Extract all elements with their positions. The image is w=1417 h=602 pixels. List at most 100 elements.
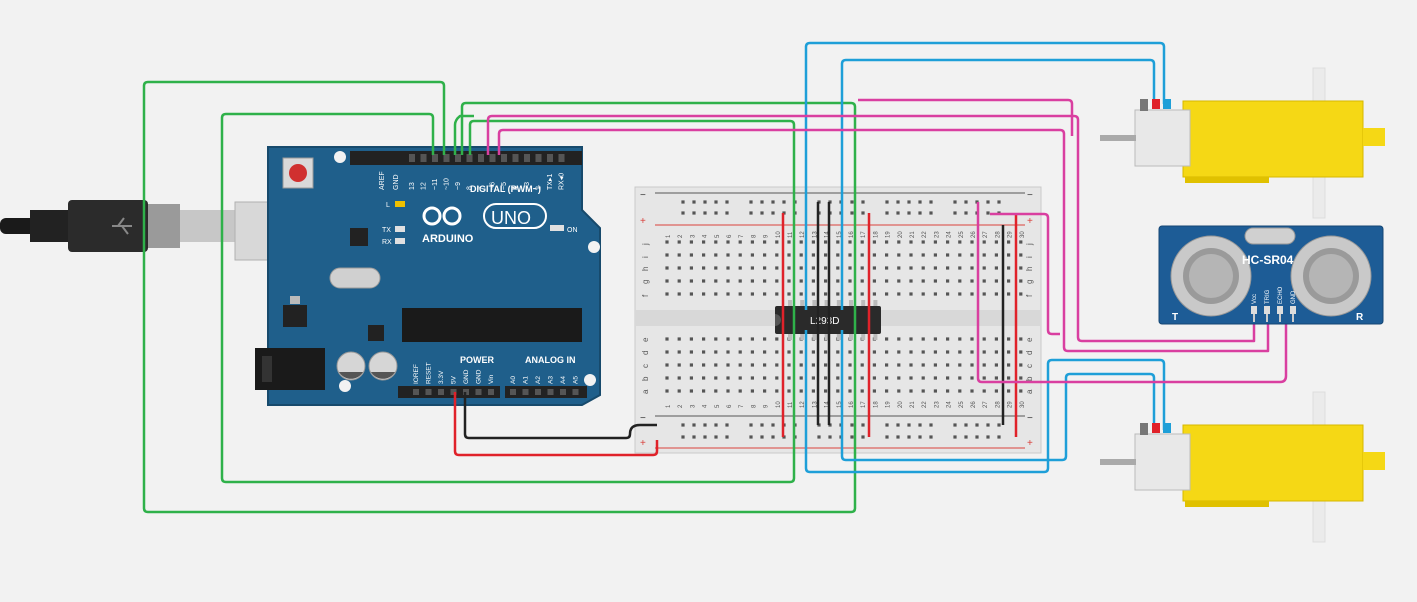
motor-bottom-terminal-blue[interactable] [1163, 423, 1171, 433]
bb-col-number: 23 [934, 401, 940, 408]
sensor-pin[interactable] [1251, 306, 1257, 314]
digital-pin-socket[interactable] [512, 154, 519, 162]
digital-pin-socket[interactable] [501, 154, 507, 162]
motor-top-terminal-red[interactable] [1152, 99, 1160, 109]
digital-pin-socket[interactable] [466, 154, 473, 162]
bb-col-number: 13 [812, 401, 818, 408]
power-pin-label: RESET [426, 362, 433, 384]
digital-pin-socket[interactable] [443, 154, 450, 162]
bb-col-number: 22 [922, 401, 928, 408]
digital-pin-socket[interactable] [489, 154, 496, 162]
chip-pin[interactable] [861, 334, 866, 340]
bb-col-number: 21 [910, 231, 916, 238]
bb-row-letter: e [1025, 337, 1034, 342]
rail-plus-br: + [1027, 438, 1033, 449]
digital-pin-socket[interactable] [547, 154, 553, 162]
digital-pin-socket[interactable] [420, 154, 427, 162]
power-pin-socket[interactable] [475, 389, 482, 395]
wire-magenta-top [858, 98, 1074, 136]
digital-pin-socket[interactable] [409, 154, 415, 162]
wires[interactable] [142, 41, 1288, 514]
bb-col-number: 7 [739, 404, 745, 408]
bb-col-number: 19 [886, 401, 892, 408]
digital-pin-label: 8 [467, 186, 474, 190]
bb-row-letter: f [641, 294, 650, 297]
dc-motor-top[interactable] [1100, 67, 1385, 219]
l-led-label: L [386, 202, 390, 209]
bb-col-number: 4 [703, 404, 709, 408]
power-pin-socket[interactable] [425, 389, 432, 395]
power-pin-socket[interactable] [413, 389, 419, 395]
power-pin-socket[interactable] [488, 389, 494, 395]
chip-pin[interactable] [812, 300, 817, 306]
chip-pin[interactable] [873, 300, 878, 306]
analog-pin-socket[interactable] [510, 389, 516, 395]
sensor-pin[interactable] [1290, 306, 1296, 314]
digital-pin-socket[interactable] [432, 154, 438, 162]
capacitors [336, 351, 398, 381]
bb-col-number: 21 [910, 401, 916, 408]
chip-pin[interactable] [788, 334, 792, 340]
chip-pin[interactable] [849, 300, 853, 306]
digital-pin-label: ~10 [444, 178, 451, 190]
reset-button[interactable] [282, 157, 314, 189]
chip-pin[interactable] [836, 300, 841, 306]
rail-plus-tr: + [1027, 216, 1033, 227]
digital-pin-socket[interactable] [455, 154, 461, 162]
analog-pin-socket[interactable] [535, 389, 541, 395]
motor-bottom-terminal-red[interactable] [1152, 423, 1160, 433]
chip-pin[interactable] [800, 300, 805, 306]
breadboard-jumpers[interactable] [781, 202, 1018, 437]
wire-magenta-loop [976, 202, 1288, 384]
breadboard-holes[interactable] [665, 200, 1023, 439]
sensor-r-mark: R [1356, 312, 1364, 323]
bb-row-letter: d [1025, 351, 1034, 355]
bb-col-number: 14 [825, 401, 831, 408]
bb-col-number: 27 [983, 231, 989, 238]
chip-pin[interactable] [824, 300, 829, 306]
dc-motor-bottom[interactable] [1100, 391, 1385, 543]
bb-col-number: 10 [776, 401, 782, 408]
digital-pin-socket[interactable] [535, 154, 542, 162]
chip-pin[interactable] [873, 334, 878, 340]
chip-pin[interactable] [788, 300, 792, 306]
wire-magenta-1 [486, 114, 1256, 343]
chip-pin[interactable] [824, 334, 829, 340]
analog-pin-socket[interactable] [572, 389, 579, 395]
analog-pin-socket[interactable] [547, 389, 554, 395]
analog-pin-label: A5 [573, 376, 580, 384]
analog-pin-socket[interactable] [522, 389, 529, 395]
transducer-left [1170, 235, 1252, 317]
digital-label: DIGITAL (PWM~) [470, 184, 541, 194]
analog-pin-label: A1 [523, 376, 530, 384]
sensor-pin[interactable] [1277, 306, 1283, 314]
chip-pin[interactable] [800, 334, 805, 340]
chip-pin[interactable] [812, 334, 817, 340]
chip-pin[interactable] [849, 334, 853, 340]
motor-top-terminal-blue[interactable] [1163, 99, 1171, 109]
wire-green-pin9 [453, 114, 474, 155]
digital-pin-socket[interactable] [478, 154, 484, 162]
wire-green-inner [220, 112, 796, 484]
bb-row-letter: c [641, 364, 650, 368]
bb-col-number: 9 [764, 234, 770, 238]
digital-pin-socket[interactable] [558, 154, 565, 162]
bb-col-number: 20 [898, 231, 904, 238]
bb-col-number: 18 [873, 401, 879, 408]
chip-pin[interactable] [836, 334, 841, 340]
analog-pin-socket[interactable] [560, 389, 566, 395]
chip-label: L293D [810, 316, 839, 327]
bb-col-number: 11 [788, 401, 794, 408]
sensor-pin[interactable] [1264, 306, 1270, 314]
chip-pin[interactable] [861, 300, 866, 306]
power-pin-socket[interactable] [438, 389, 444, 395]
power-header[interactable] [398, 386, 500, 398]
power-pin-socket[interactable] [450, 389, 457, 395]
power-pin-label: GND [476, 369, 483, 384]
digital-pin-socket[interactable] [524, 154, 530, 162]
